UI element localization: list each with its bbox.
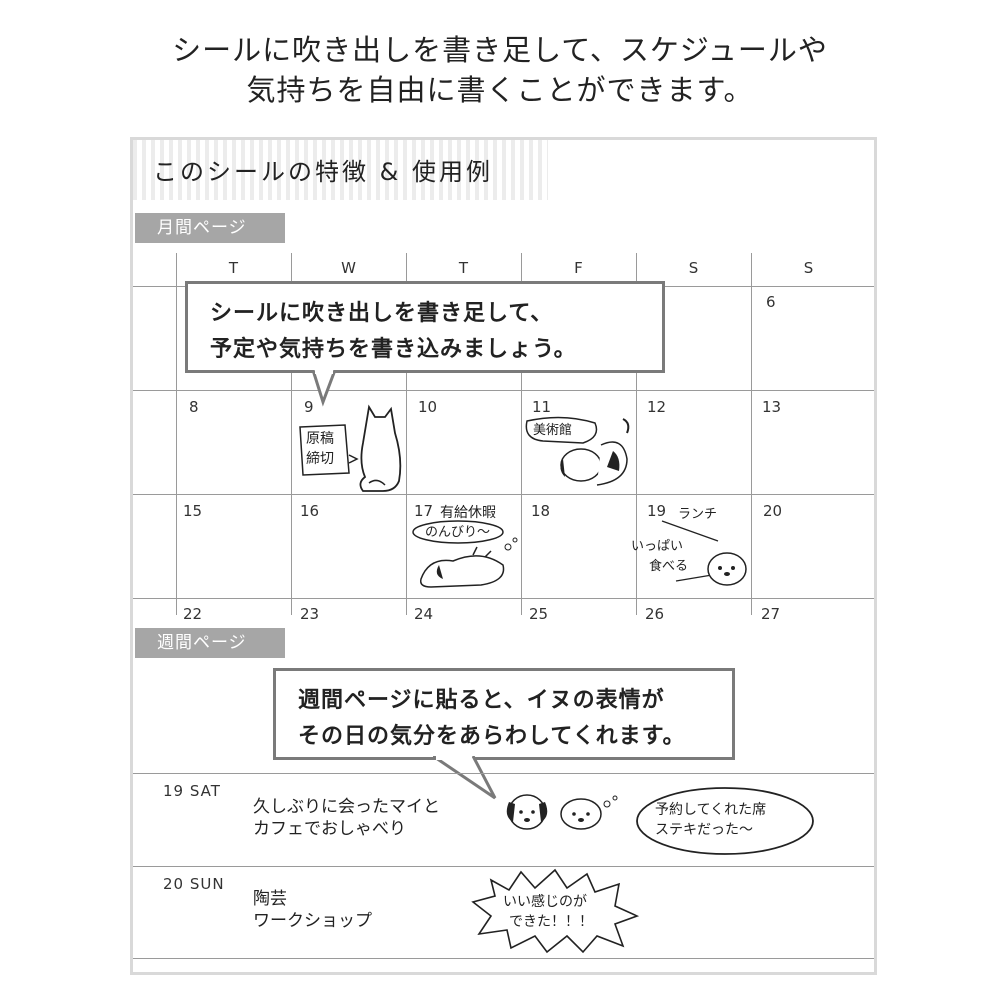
poodle-face-icon <box>707 552 747 586</box>
memo-9-line-1: 原稿 <box>306 431 334 447</box>
weekly-sat-bubble-line-2: ステキだった〜 <box>655 822 753 838</box>
weekly-tab: 週間ページ <box>135 628 285 658</box>
intro-line-2: 気持ちを自由に書くことができます。 <box>246 73 754 107</box>
weekly-callout-line-2: その日の気分をあらわしてくれます。 <box>298 724 686 749</box>
weekly-sat-note-line-1: 久しぶりに会ったマイと <box>253 797 440 817</box>
date-cell: 22 <box>183 605 203 623</box>
day-header-tue: T <box>228 259 239 277</box>
grid-line <box>176 253 177 615</box>
date-cell: 12 <box>647 398 667 416</box>
date-6: 6 <box>766 293 776 311</box>
grid-line <box>133 390 874 391</box>
weekly-sun-bubble-line-2: できた！！！ <box>509 914 593 930</box>
weekly-sun-note-line-2: ワークショップ <box>253 911 372 931</box>
date-cell: 15 <box>183 502 203 520</box>
weekly-sat-bubble <box>636 787 814 855</box>
memo-19-line-1: いっぱい <box>631 539 684 554</box>
monthly-callout-line-2: 予定や気持ちを書き込みましょう。 <box>210 337 577 362</box>
monthly-callout-line-1: シールに吹き出しを書き足して、 <box>210 301 554 326</box>
grid-line <box>291 253 292 615</box>
date-cell: 19 <box>647 502 667 520</box>
date-cell: 17 <box>414 502 434 520</box>
date-cell: 8 <box>189 398 199 416</box>
day-header-thu: T <box>458 259 469 277</box>
memo-19-title: ランチ <box>678 507 718 522</box>
day-header-sat: S <box>688 259 699 277</box>
date-cell: 27 <box>761 605 781 623</box>
grid-line <box>751 253 752 615</box>
weekly-date-sun: 20 SUN <box>163 875 225 893</box>
grid-line <box>521 253 522 615</box>
memo-9-line-2: 締切 <box>306 451 334 467</box>
weekly-date-sat: 19 SAT <box>163 782 221 800</box>
memo-19-line-2: 食べる <box>649 559 689 574</box>
feature-panel: このシールの特徴 & 使用例 月間ページ T W T F S S 6 8 9 1… <box>130 137 877 975</box>
lying-dog-icon <box>525 416 630 486</box>
day-header-wed: W <box>341 259 356 277</box>
weekly-sat-note-line-2: カフェでおしゃべり <box>253 819 406 839</box>
day-header-sun: S <box>803 259 814 277</box>
week-divider <box>133 866 874 867</box>
date-cell: 24 <box>414 605 434 623</box>
panel-title-box <box>133 140 548 200</box>
day-header-fri: F <box>574 259 583 277</box>
date-cell: 25 <box>529 605 549 623</box>
date-cell: 26 <box>645 605 665 623</box>
memo-11: 美術館 <box>533 423 573 438</box>
grid-line <box>133 598 874 599</box>
intro-line-1: シールに吹き出しを書き足して、スケジュールや <box>172 33 828 67</box>
date-cell: 9 <box>304 398 314 416</box>
date-cell: 18 <box>531 502 551 520</box>
sitting-dog-icon <box>359 404 402 492</box>
grid-line <box>636 253 637 615</box>
intro-text: シールに吹き出しを書き足して、スケジュールや 気持ちを自由に書くことができます。 <box>0 30 1000 110</box>
date-cell: 11 <box>532 398 552 416</box>
memo-sticker-9 <box>299 424 359 476</box>
monthly-callout-tail <box>311 370 337 407</box>
date-cell: 13 <box>762 398 782 416</box>
memo-17-bubble: のんびり〜 <box>425 525 491 540</box>
weekly-sat-bubble-line-1: 予約してくれた席 <box>655 802 767 818</box>
date-cell: 20 <box>763 502 783 520</box>
panel-title: このシールの特徴 & 使用例 <box>153 158 493 186</box>
grid-line <box>133 494 874 495</box>
grid-line <box>406 253 407 615</box>
dog-faces-icon <box>506 794 618 830</box>
rolling-dog-icon <box>412 520 518 588</box>
memo-17-title: 有給休暇 <box>440 505 496 521</box>
week-divider <box>133 958 874 959</box>
date-cell: 23 <box>300 605 320 623</box>
monthly-tab: 月間ページ <box>135 213 285 243</box>
weekly-sun-bubble-line-1: いい感じのが <box>503 894 587 910</box>
date-cell: 16 <box>300 502 320 520</box>
weekly-sun-burst-bubble <box>471 868 640 954</box>
weekly-sun-note-line-1: 陶芸 <box>253 889 287 909</box>
weekly-callout: 週間ページに貼ると、イヌの表情が その日の気分をあらわしてくれます。 <box>273 668 735 760</box>
week-divider <box>133 773 874 774</box>
monthly-callout: シールに吹き出しを書き足して、 予定や気持ちを書き込みましょう。 <box>185 281 665 373</box>
weekly-callout-tail <box>433 756 497 800</box>
date-cell: 10 <box>418 398 438 416</box>
weekly-callout-line-1: 週間ページに貼ると、イヌの表情が <box>298 688 665 713</box>
